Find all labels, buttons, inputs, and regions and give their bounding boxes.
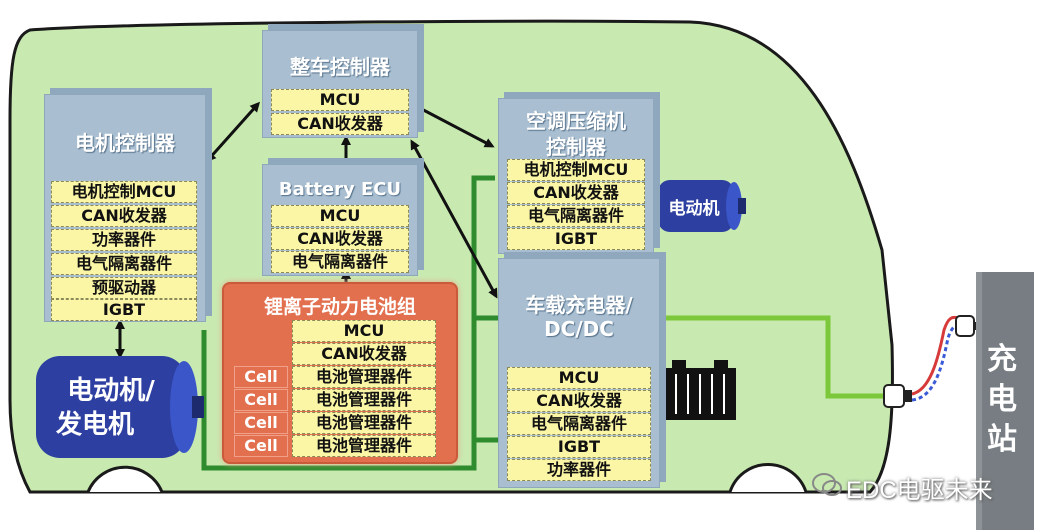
charger-chip: IGBT [507,436,651,458]
rear-wheel [86,465,164,493]
battery-ecu-box: Battery ECU MCU CAN收发器 电气隔离器件 [262,164,418,276]
motor-controller-chip: 电气隔离器件 [51,253,197,275]
motor-controller-box: 电机控制器 电机控制MCU CAN收发器 功率器件 电气隔离器件 预驱动器 IG… [44,94,206,322]
charging-station [976,272,1034,530]
battery-icon [664,360,736,420]
motor-controller-chip: CAN收发器 [51,205,197,227]
motor-controller-chip: 功率器件 [51,229,197,251]
car-plug [883,384,912,408]
cell-management-chip: 电池管理器件 [292,389,436,411]
cell-label: Cell [234,412,288,434]
motor-generator-icon [36,356,204,458]
cell-label: Cell [234,366,288,388]
battery-pack-chip: CAN收发器 [292,343,436,365]
front-wheel [728,462,808,493]
station-plug [955,315,978,337]
battery-pack-box: 锂离子动力电池组 MCU CAN收发器 Cell 电池管理器件 Cell 电池管… [222,282,458,464]
vcu-title: 整车控制器 [290,55,390,79]
cell-label: Cell [234,435,288,457]
motor-controller-chip: IGBT [51,299,197,321]
ac-controller-chip: 电气隔离器件 [507,205,645,227]
can-links [115,101,498,359]
ac-controller-title-line1: 空调压缩机 [526,109,626,133]
cell-management-chip: 电池管理器件 [292,366,436,388]
motor-controller-title: 电机控制器 [75,131,175,155]
motor-small-icon [658,180,746,232]
charger-title-line1: 车载充电器/ [525,293,633,317]
ac-controller-chip: CAN收发器 [507,182,645,204]
battery-ecu-chip: CAN收发器 [271,228,409,250]
charging-line [660,315,884,399]
battery-ecu-title: Battery ECU [278,179,402,200]
ac-controller-box: 空调压缩机 控制器 电机控制MCU CAN收发器 电气隔离器件 IGBT [498,98,654,254]
charger-box: 车载充电器/ DC/DC MCU CAN收发器 电气隔离器件 IGBT 功率器件 [498,258,660,488]
cell-management-chip: 电池管理器件 [292,435,436,457]
motor-generator-label-line1: 电动机/ [67,376,155,406]
motor-controller-chip: 预驱动器 [51,277,197,299]
vcu-box: 整车控制器 MCU CAN收发器 [262,30,418,138]
wechat-icon [812,473,842,496]
ac-controller-chip: IGBT [507,228,645,250]
watermark-text: EDC电驱未来 [846,477,993,504]
battery-ecu-chip: 电气隔离器件 [271,251,409,273]
charging-station-label: 充电站 [987,342,1017,457]
ac-controller-title-line2: 控制器 [546,135,606,159]
charging-cable-red [911,315,959,396]
motor-controller-chip: 电机控制MCU [51,181,197,203]
ac-controller-chip: 电机控制MCU [507,159,645,181]
battery-pack-chip: MCU [292,320,436,342]
charger-chip: 功率器件 [507,459,651,481]
charger-chip: MCU [507,367,651,389]
charger-chip: CAN收发器 [507,390,651,412]
charger-chip: 电气隔离器件 [507,413,651,435]
cell-management-chip: 电池管理器件 [292,412,436,434]
motor-generator-label-line2: 发电机 [55,410,134,440]
vcu-chip: MCU [271,89,409,111]
charger-title-line2: DC/DC [544,317,614,341]
motor-small-label: 电动机 [668,199,720,219]
battery-ecu-chip: MCU [271,205,409,227]
cell-label: Cell [234,389,288,411]
battery-pack-title: 锂离子动力电池组 [263,296,416,318]
vcu-chip: CAN收发器 [271,113,409,135]
